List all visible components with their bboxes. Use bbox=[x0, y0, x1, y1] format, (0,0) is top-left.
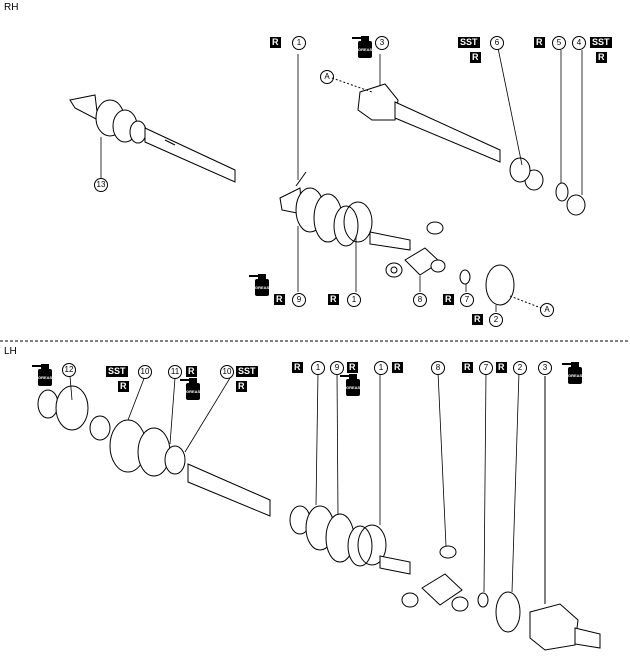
replace-mark: R bbox=[392, 362, 403, 373]
callout-10: 10 bbox=[220, 365, 234, 379]
callout-12: 12 bbox=[62, 363, 76, 377]
callout-2: 2 bbox=[489, 313, 503, 327]
rh-boot-clamp-2 bbox=[485, 264, 515, 306]
sst-mark: SST bbox=[236, 366, 258, 377]
replace-mark: R bbox=[292, 362, 303, 373]
callout-8: 8 bbox=[431, 361, 445, 375]
sst-mark: SST bbox=[106, 366, 128, 377]
callout-1: 1 bbox=[292, 36, 306, 50]
reference-a-bottom: A bbox=[540, 303, 554, 317]
grease-icon: GREASE bbox=[340, 374, 363, 396]
lh-snap-ring-7 bbox=[477, 592, 489, 608]
rh-dust-cover-4 bbox=[566, 194, 586, 216]
grease-icon: GREASE bbox=[562, 362, 585, 384]
replace-mark: R bbox=[596, 52, 607, 63]
sst-mark: SST bbox=[590, 37, 612, 48]
replace-mark: R bbox=[328, 294, 339, 305]
grease-icon: GREASE bbox=[352, 36, 375, 58]
callout-1: 1 bbox=[347, 293, 361, 307]
replace-mark: R bbox=[534, 37, 545, 48]
grease-icon: GREASE bbox=[249, 274, 272, 296]
callout-10: 10 bbox=[138, 365, 152, 379]
callout-9: 9 bbox=[330, 361, 344, 375]
rh-tripod bbox=[385, 221, 446, 278]
replace-mark: R bbox=[347, 362, 358, 373]
lh-boot-clamp-2 bbox=[495, 591, 521, 633]
reference-a-top: A bbox=[320, 70, 334, 84]
replace-mark: R bbox=[236, 381, 247, 392]
callout-3: 3 bbox=[538, 361, 552, 375]
leader-lines bbox=[69, 47, 583, 593]
grease-icon: GREASE bbox=[180, 378, 203, 400]
callout-7: 7 bbox=[479, 361, 493, 375]
replace-mark: R bbox=[274, 294, 285, 305]
callout-1: 1 bbox=[311, 361, 325, 375]
callout-5: 5 bbox=[552, 36, 566, 50]
ref-line-a-bottom bbox=[509, 295, 542, 309]
lh-inboard-joint bbox=[529, 376, 601, 651]
callout-4: 4 bbox=[572, 36, 586, 50]
replace-mark: R bbox=[118, 381, 129, 392]
callout-13: 13 bbox=[94, 178, 108, 192]
callout-2: 2 bbox=[513, 361, 527, 375]
rh-complete-driveshaft bbox=[69, 94, 236, 183]
rh-snap-ring-7 bbox=[459, 269, 471, 285]
sst-mark: SST bbox=[458, 37, 480, 48]
replace-mark: R bbox=[462, 362, 473, 373]
lh-tripod bbox=[401, 545, 469, 612]
rh-inboard-joint bbox=[357, 83, 531, 183]
callout-1: 1 bbox=[374, 361, 388, 375]
replace-mark: R bbox=[186, 366, 197, 377]
replace-mark: R bbox=[470, 52, 481, 63]
lh-complete-driveshaft bbox=[37, 385, 271, 517]
callout-3: 3 bbox=[375, 36, 389, 50]
replace-mark: R bbox=[443, 294, 454, 305]
ref-line-a-top bbox=[331, 77, 373, 93]
callout-6: 6 bbox=[490, 36, 504, 50]
callout-11: 11 bbox=[168, 365, 182, 379]
rh-snap-ring-5 bbox=[555, 182, 569, 202]
section-label-lh: LH bbox=[4, 346, 17, 357]
rh-boot bbox=[279, 171, 411, 251]
grease-icon: GREASE bbox=[32, 364, 55, 386]
lh-boot bbox=[289, 505, 411, 575]
replace-mark: R bbox=[472, 314, 483, 325]
replace-mark: R bbox=[270, 37, 281, 48]
callout-9: 9 bbox=[292, 293, 306, 307]
replace-mark: R bbox=[496, 362, 507, 373]
callout-8: 8 bbox=[413, 293, 427, 307]
callout-7: 7 bbox=[460, 293, 474, 307]
section-label-rh: RH bbox=[4, 2, 19, 13]
